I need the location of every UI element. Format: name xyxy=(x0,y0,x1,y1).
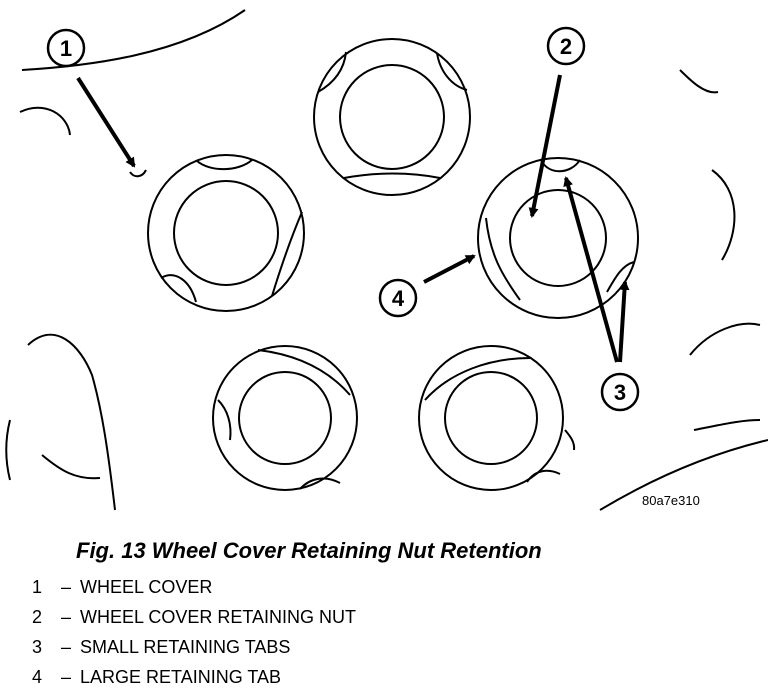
callout-2: 2 xyxy=(546,26,586,66)
arrow-3b xyxy=(618,280,630,363)
legend-text: WHEEL COVER xyxy=(80,576,213,597)
nut-cover-bottom-right xyxy=(418,345,564,491)
callout-3: 3 xyxy=(600,372,640,412)
callout-2-label: 2 xyxy=(560,34,572,59)
callout-1-label: 1 xyxy=(60,36,72,61)
wheel-cover-diagram: 1 2 3 4 xyxy=(5,9,768,511)
callout-4: 4 xyxy=(378,278,418,318)
figure-code: 80a7e310 xyxy=(642,493,700,508)
legend-item: 2 – WHEEL COVER RETAINING NUT xyxy=(32,602,356,632)
legend-number: 1 xyxy=(32,576,43,597)
legend-separator: – xyxy=(60,606,71,627)
legend-list: 1 – WHEEL COVER 2 – WHEEL COVER RETAININ… xyxy=(32,572,356,692)
callout-1: 1 xyxy=(46,28,86,68)
legend-separator: – xyxy=(60,576,71,597)
callout-arrows xyxy=(76,74,630,363)
legend-item: 3 – SMALL RETAINING TABS xyxy=(32,632,356,662)
legend-number: 4 xyxy=(32,666,43,687)
legend-item: 4 – LARGE RETAINING TAB xyxy=(32,662,356,692)
wheel-outline-lines xyxy=(5,9,768,511)
legend-separator: – xyxy=(60,666,71,687)
legend-text: SMALL RETAINING TABS xyxy=(80,636,291,657)
arrow-4 xyxy=(423,254,476,284)
legend-number: 2 xyxy=(32,606,43,627)
nut-cover-left xyxy=(147,154,305,312)
legend-number: 3 xyxy=(32,636,43,657)
arrow-1 xyxy=(76,76,136,168)
legend-text: LARGE RETAINING TAB xyxy=(80,666,282,687)
legend-item: 1 – WHEEL COVER xyxy=(32,572,356,602)
wheel-cover-edge-mark xyxy=(129,169,147,178)
legend-text: WHEEL COVER RETAINING NUT xyxy=(80,606,357,627)
arrow-3a xyxy=(563,176,619,363)
callout-3-label: 3 xyxy=(614,380,626,405)
nut-cover-top xyxy=(313,38,471,196)
nut-cover-bottom-left xyxy=(212,345,358,491)
figure-caption: Fig. 13 Wheel Cover Retaining Nut Retent… xyxy=(76,538,542,563)
arrow-2 xyxy=(528,74,562,218)
nut-cover-right xyxy=(477,157,639,319)
callout-4-label: 4 xyxy=(392,286,405,311)
legend-separator: – xyxy=(60,636,71,657)
